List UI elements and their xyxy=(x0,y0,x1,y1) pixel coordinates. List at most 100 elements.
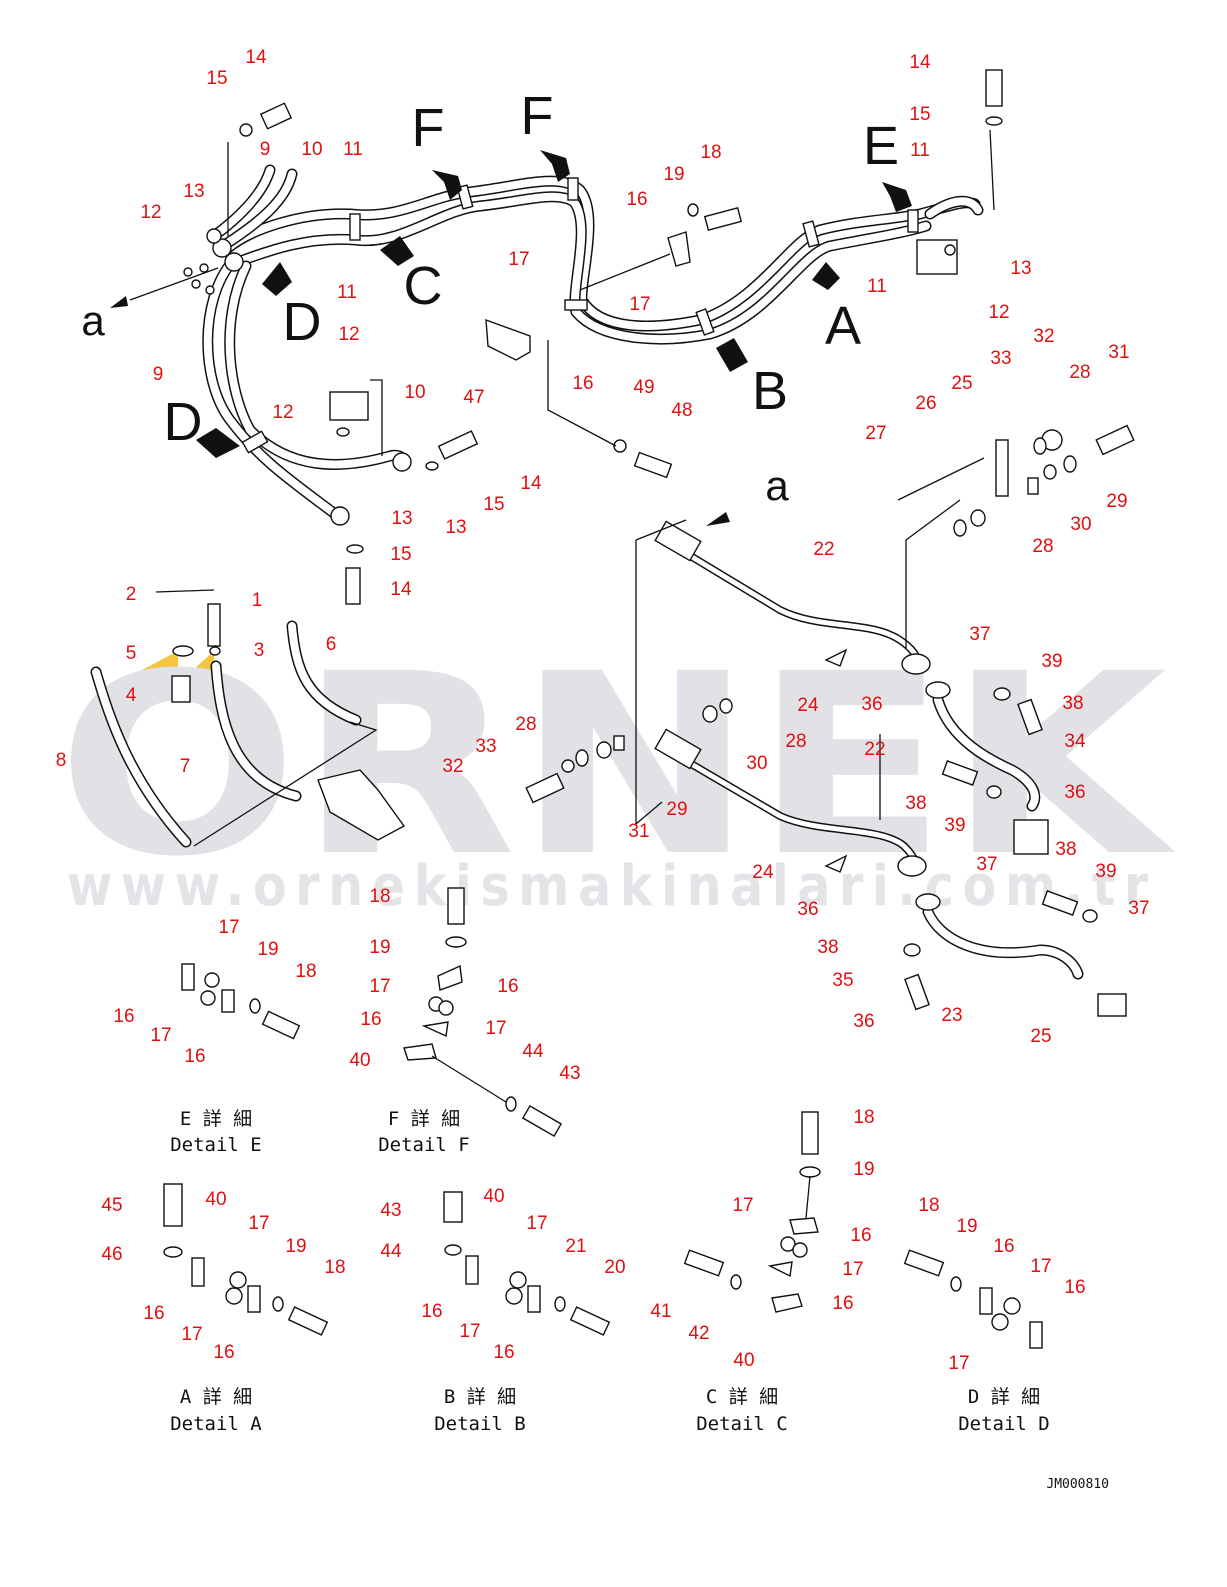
callout: 13 xyxy=(391,508,412,529)
detail-F-caption-en: Detail F xyxy=(378,1134,470,1156)
view-arrow-B xyxy=(716,338,748,372)
view-letter: D xyxy=(164,392,203,452)
detail-C-caption-en: Detail C xyxy=(696,1413,788,1435)
detail-D-callout: 17 xyxy=(1030,1256,1051,1277)
callout: 37 xyxy=(976,854,997,875)
view-arrow-D xyxy=(196,428,240,458)
detail-B-caption-en: Detail B xyxy=(434,1413,526,1435)
view-letter: a xyxy=(765,462,789,509)
callout: 23 xyxy=(941,1005,962,1026)
callout: 38 xyxy=(817,937,838,958)
detail-C-callout: 16 xyxy=(832,1293,853,1314)
detail-D-callout: 19 xyxy=(956,1216,977,1237)
detail-E-caption-jp: E 詳 細 xyxy=(180,1108,252,1130)
view-letter: E xyxy=(863,116,899,176)
detail-F-callout: 44 xyxy=(522,1041,544,1062)
detail-E-callout: 16 xyxy=(113,1006,134,1027)
callout: 30 xyxy=(746,753,767,774)
callout: 25 xyxy=(951,373,972,394)
detail-F-callout: 17 xyxy=(369,976,390,997)
callout: 9 xyxy=(260,139,271,160)
watermark-accent-mark xyxy=(192,651,214,671)
callout: 32 xyxy=(442,756,463,777)
callout: 7 xyxy=(180,756,191,777)
detail-C-callout: 40 xyxy=(733,1350,754,1371)
callout: 22 xyxy=(813,539,834,560)
view-letter: A xyxy=(825,296,861,356)
callout: 36 xyxy=(861,694,882,715)
callout: 31 xyxy=(1108,342,1129,363)
detail-E-callout: 18 xyxy=(295,961,316,982)
callout: 11 xyxy=(867,276,887,297)
detail-A-caption-en: Detail A xyxy=(170,1413,262,1435)
callout: 4 xyxy=(126,685,137,706)
detail-F-callout: 19 xyxy=(369,937,390,958)
callout: 12 xyxy=(272,402,293,423)
callout: 11 xyxy=(337,282,357,303)
detail-B-caption-jp: B 詳 細 xyxy=(444,1386,516,1408)
callout: 39 xyxy=(1041,651,1062,672)
callout: 38 xyxy=(1055,839,1076,860)
detail-E-callout: 16 xyxy=(184,1046,205,1067)
callout: 24 xyxy=(752,862,774,883)
view-letter: B xyxy=(752,361,788,421)
callout: 14 xyxy=(245,47,267,68)
detail-B-callout: 17 xyxy=(459,1321,480,1342)
view-letter: a xyxy=(81,297,105,344)
callout: 22 xyxy=(864,739,885,760)
callout: 5 xyxy=(126,643,137,664)
view-arrow-D xyxy=(262,262,292,296)
callout: 10 xyxy=(301,139,322,160)
watermark-accent-mark xyxy=(140,651,178,671)
callout: 25 xyxy=(1030,1026,1051,1047)
callout: 28 xyxy=(1069,362,1090,383)
callout: 18 xyxy=(700,142,721,163)
detail-B-callout: 21 xyxy=(565,1236,586,1257)
detail-C-callout: 18 xyxy=(853,1107,874,1128)
callout: 14 xyxy=(520,473,542,494)
view-arrow-F xyxy=(432,170,462,200)
callout: 13 xyxy=(1010,258,1031,279)
detail-C-callout: 16 xyxy=(850,1225,871,1246)
callout: 12 xyxy=(140,202,161,223)
detail-C-callout: 42 xyxy=(688,1323,709,1344)
detail-F-callout: 18 xyxy=(369,886,390,907)
view-arrow-E xyxy=(882,182,912,212)
callout: 14 xyxy=(390,579,412,600)
detail-B-callout: 20 xyxy=(604,1257,625,1278)
pump-hose-group xyxy=(90,589,406,848)
callout: 26 xyxy=(915,393,936,414)
detail-E-callout: 17 xyxy=(218,917,239,938)
view-arrow-C xyxy=(380,236,414,266)
callout: 17 xyxy=(629,294,650,315)
callout: 19 xyxy=(663,164,684,185)
view-letter: F xyxy=(521,86,554,146)
view-letters: F F E C D D A B a a xyxy=(81,86,899,509)
callout: 38 xyxy=(1062,693,1083,714)
detail-D-callout: 18 xyxy=(918,1195,939,1216)
detail-B-callout: 16 xyxy=(493,1342,514,1363)
callout: 28 xyxy=(515,714,536,735)
callout: 30 xyxy=(1070,514,1091,535)
callout: 39 xyxy=(1095,861,1116,882)
callout: 34 xyxy=(1064,731,1086,752)
detail-A-callout: 16 xyxy=(213,1342,234,1363)
detail-A-callout: 17 xyxy=(248,1213,269,1234)
callout: 10 xyxy=(404,382,425,403)
callout: 31 xyxy=(628,821,649,842)
callout: 13 xyxy=(183,181,204,202)
callout: 8 xyxy=(56,750,67,771)
view-letter: F xyxy=(412,98,445,158)
detail-F-callout: 16 xyxy=(497,976,518,997)
detail-E-callout: 17 xyxy=(150,1025,171,1046)
detail-E-caption-en: Detail E xyxy=(170,1134,262,1156)
upper-hose-assembly xyxy=(110,69,1003,605)
callout: 12 xyxy=(988,302,1009,323)
callout: 49 xyxy=(633,377,654,398)
detail-B-callout: 40 xyxy=(483,1186,504,1207)
watermark-url: www.ornekismakinalari.com.tr xyxy=(67,854,1157,919)
detail-A-callout: 17 xyxy=(181,1324,202,1345)
callout: 29 xyxy=(1106,491,1127,512)
callout: 17 xyxy=(508,249,529,270)
